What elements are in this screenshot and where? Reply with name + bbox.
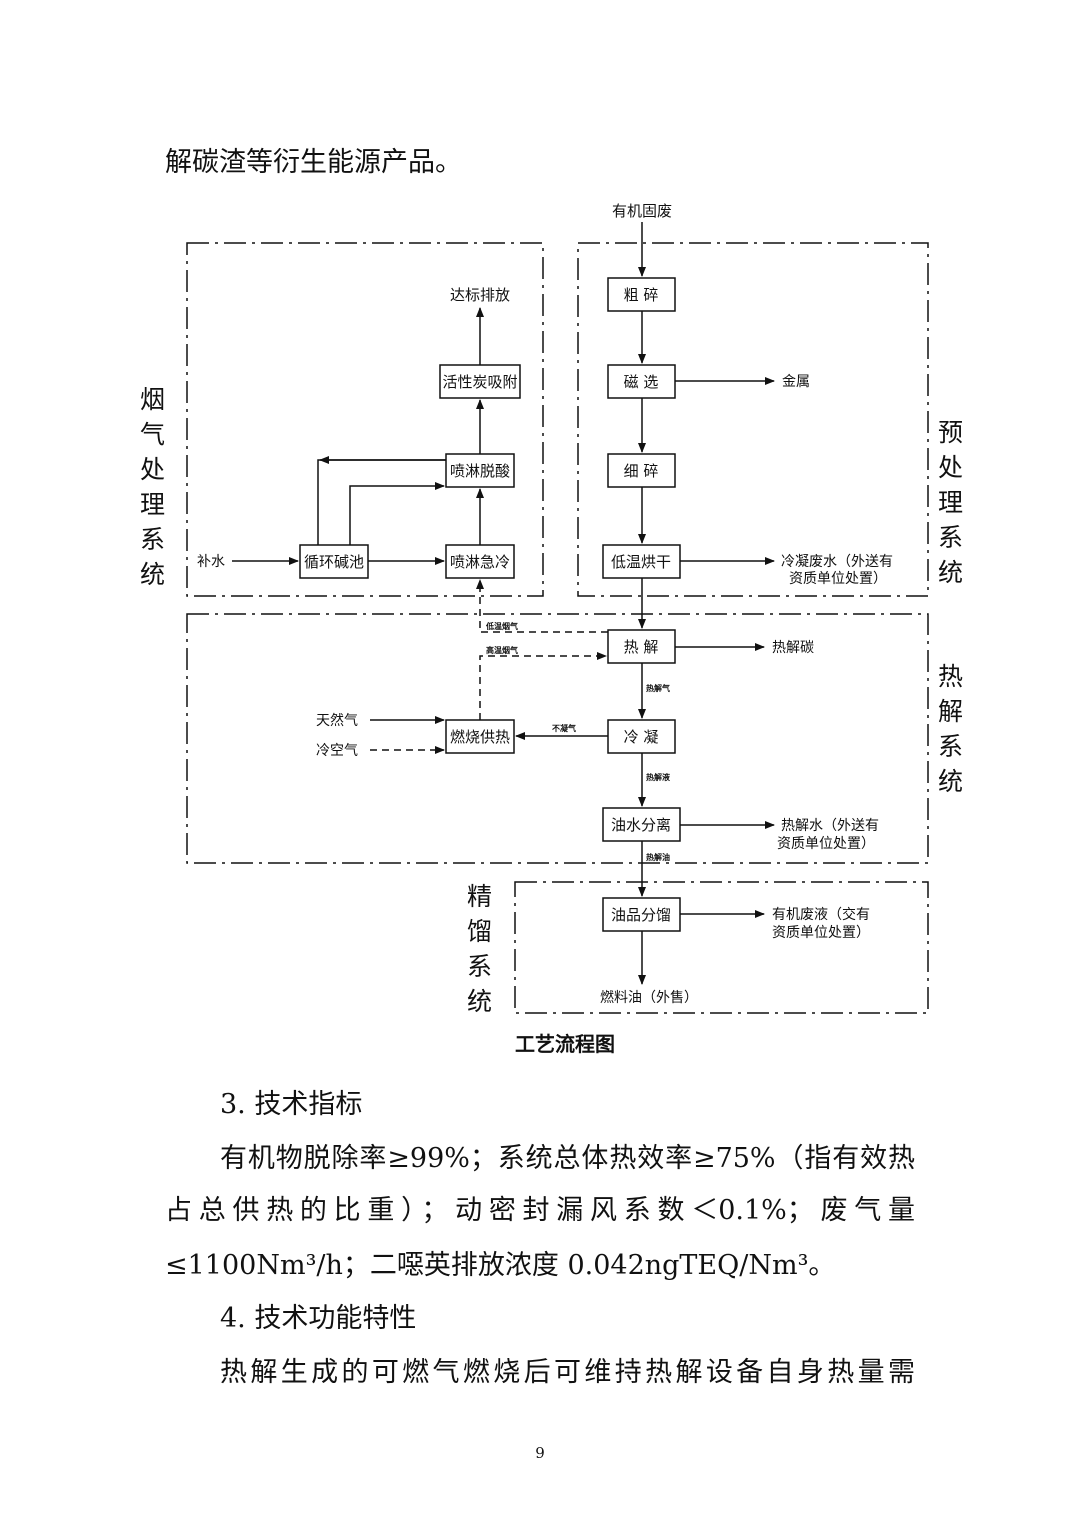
alkali-pool-box xyxy=(299,544,369,579)
section-heading-3: 3. 技术指标 xyxy=(220,1089,363,1120)
magnetic-sep-label: 磁 选 xyxy=(624,373,659,391)
pretreatment-system-frame xyxy=(577,242,929,597)
fuel-oil-label: 燃料油（外售） xyxy=(600,989,698,1006)
distillation-system-label-4: 统 xyxy=(467,987,492,1016)
figure-caption: 工艺流程图 xyxy=(515,1032,615,1056)
distillation-system-label-1: 精 xyxy=(467,882,492,911)
emission-label: 达标排放 xyxy=(450,286,510,304)
flue-gas-system-label-4: 理 xyxy=(140,490,165,519)
flue-gas-system-frame xyxy=(186,242,544,597)
low-temp-flue-label: 低温烟气 xyxy=(485,621,518,631)
pyro-water-label-1: 热解水（外送有 xyxy=(781,818,879,834)
input-label: 有机固废 xyxy=(612,202,672,220)
high-temp-flue-label: 高温烟气 xyxy=(486,645,518,655)
pyro-liquid-label: 热解液 xyxy=(646,772,670,782)
pyro-carbon-label: 热解碳 xyxy=(772,640,814,656)
oil-fraction-label: 油品分馏 xyxy=(611,906,671,924)
paragraph-4-line-1: 热解生成的可燃气燃烧后可维持热解设备自身热量需 xyxy=(220,1357,915,1388)
flue-gas-system-label-2: 气 xyxy=(140,420,165,449)
fine-crush-label: 细 碎 xyxy=(624,462,659,480)
section-heading-4: 4. 技术功能特性 xyxy=(220,1303,417,1334)
pyro-water-label-2: 资质单位处置） xyxy=(777,836,875,852)
quench-box xyxy=(445,544,515,579)
condense-box xyxy=(607,719,676,754)
page-number: 9 xyxy=(535,1444,545,1462)
flue-gas-system-label-6: 统 xyxy=(140,560,165,589)
fine-crush-box xyxy=(607,453,676,488)
pyro-gas-label: 热解气 xyxy=(646,683,670,693)
low-temp-dry-label: 低温烘干 xyxy=(611,553,671,571)
pyrolysis-box xyxy=(607,629,676,664)
flue-gas-system-label-5: 系 xyxy=(140,525,165,554)
pyrolysis-system-label-1: 热 xyxy=(938,662,963,691)
natural-gas-label: 天然气 xyxy=(316,712,358,729)
pretreatment-system-label-1: 预 xyxy=(938,418,963,447)
pyro-oil-label: 热解油 xyxy=(646,852,670,862)
paragraph-3-line-3: ≤1100Nm³/h；二噁英排放浓度 0.042ngTEQ/Nm³。 xyxy=(165,1250,836,1281)
org-waste-label-2: 资质单位处置） xyxy=(772,925,870,941)
distillation-system-label-2: 馏 xyxy=(467,917,492,946)
pretreatment-system-label-3: 理 xyxy=(938,488,963,517)
flue-gas-system-label-3: 处 xyxy=(140,455,165,484)
cold-air-label: 冷空气 xyxy=(316,743,358,759)
paragraph-3-line-2: 占总供热的比重）；动密封漏风系数＜0.1%；废气量 xyxy=(165,1195,915,1226)
deacid-label: 喷淋脱酸 xyxy=(450,462,510,480)
cond-water-label-1: 冷凝废水（外送有 xyxy=(781,554,893,570)
oil-water-sep-label: 油水分离 xyxy=(611,816,671,834)
pyrolysis-system-label-4: 统 xyxy=(938,767,963,796)
quench-label: 喷淋急冷 xyxy=(450,553,510,571)
paragraph-3-line-1: 有机物脱除率≥99%；系统总体热效率≥75%（指有效热 xyxy=(220,1143,915,1174)
pyrolysis-system-frame xyxy=(186,613,929,864)
noncond-gas-label: 不凝气 xyxy=(552,723,576,733)
oil-fraction-box xyxy=(602,897,681,932)
makeup-water-label: 补水 xyxy=(197,554,225,570)
metal-output-label: 金属 xyxy=(782,374,810,390)
pyrolysis-system-label-2: 解 xyxy=(938,697,963,726)
top-text-line: 解碳渣等衍生能源产品。 xyxy=(165,147,462,178)
distillation-system-frame xyxy=(514,881,929,1014)
pretreatment-system-label-5: 统 xyxy=(938,558,963,587)
flue-gas-system-label-1: 烟 xyxy=(140,385,165,414)
org-waste-label-1: 有机废液（交有 xyxy=(772,906,870,923)
deacid-box xyxy=(445,453,515,488)
pretreatment-system-label-4: 系 xyxy=(938,523,963,552)
cond-water-label-2: 资质单位处置） xyxy=(789,571,887,587)
alkali-pool-label: 循环碱池 xyxy=(304,553,364,571)
process-flow-diagram: 烟 气 处 理 系 统 预 处 理 系 统 热 解 系 统 精 馏 系 统 有机… xyxy=(140,202,963,1016)
pretreatment-system-label-2: 处 xyxy=(938,453,963,482)
pyrolysis-label: 热 解 xyxy=(624,638,659,656)
condense-label: 冷 凝 xyxy=(624,728,659,746)
pyrolysis-system-label-3: 系 xyxy=(938,732,963,761)
coarse-crush-label: 粗 碎 xyxy=(624,286,659,304)
carbon-adsorb-label: 活性炭吸附 xyxy=(442,373,517,391)
oil-water-sep-box xyxy=(602,807,681,842)
combustion-label: 燃烧供热 xyxy=(450,728,510,746)
distillation-system-label-3: 系 xyxy=(467,952,492,981)
